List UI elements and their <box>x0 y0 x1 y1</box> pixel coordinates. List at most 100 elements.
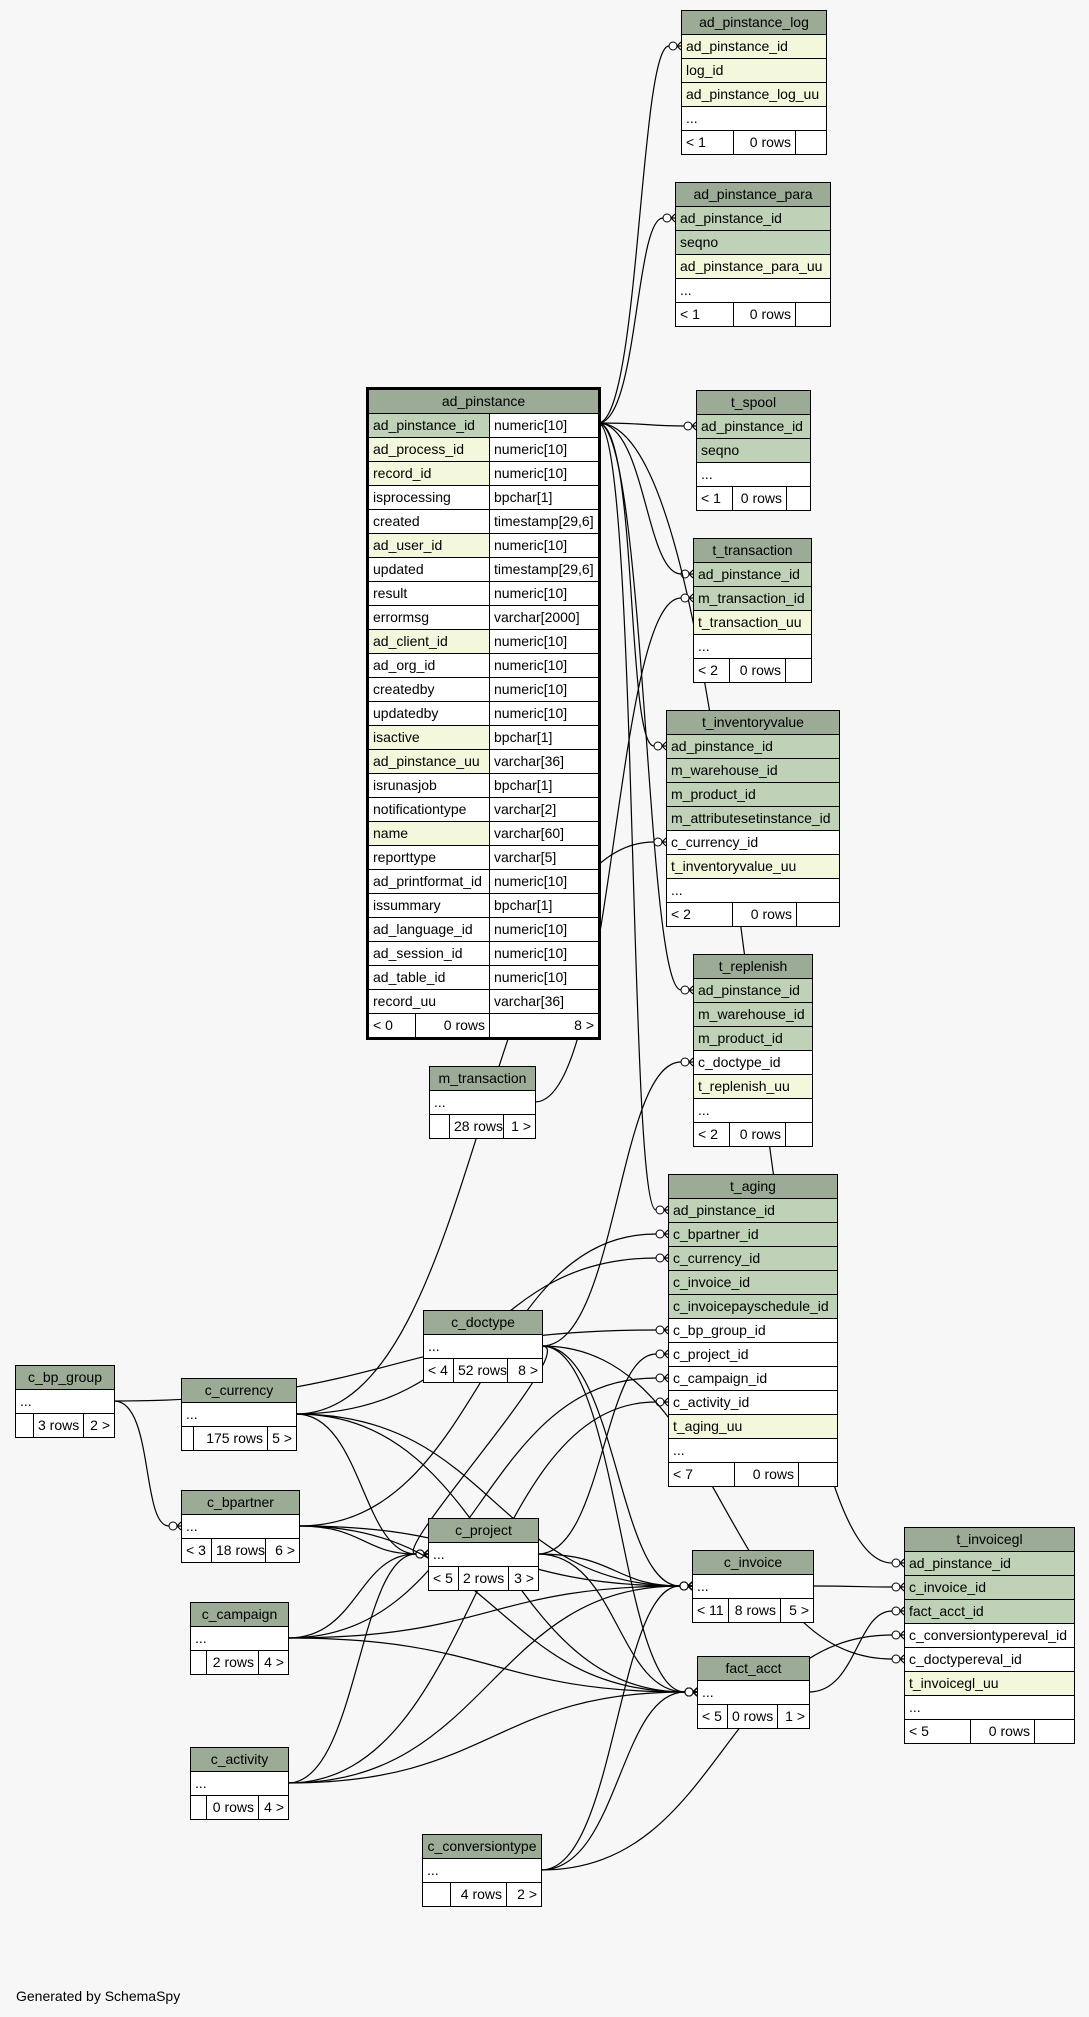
children-link[interactable] <box>784 1122 814 1147</box>
children-link[interactable] <box>794 130 828 155</box>
table-title[interactable]: t_spool <box>695 390 812 415</box>
children-link[interactable] <box>798 1462 838 1487</box>
table-title[interactable]: c_bpartner <box>181 1490 300 1515</box>
table-title[interactable]: ad_pinstance_para <box>675 182 831 207</box>
parents-link[interactable]: < 1 <box>696 486 733 511</box>
table-title[interactable]: c_campaign <box>189 1602 290 1627</box>
table-title[interactable]: t_invoicegl <box>903 1527 1076 1552</box>
children-link[interactable]: 2 > <box>82 1413 116 1438</box>
parents-link[interactable] <box>190 1795 207 1820</box>
column-row: c_project_id <box>668 1342 838 1367</box>
parents-link[interactable]: < 1 <box>675 302 734 327</box>
children-link[interactable]: 5 > <box>779 1598 815 1623</box>
children-link[interactable]: 2 > <box>505 1882 543 1907</box>
parents-link[interactable] <box>429 1114 450 1139</box>
parents-link[interactable]: < 5 <box>697 1704 728 1729</box>
parents-link[interactable] <box>422 1882 451 1907</box>
parents-link[interactable]: < 2 <box>693 658 730 683</box>
column-type: varchar[2000] <box>488 605 601 630</box>
column-type: numeric[10] <box>488 701 601 726</box>
table-title[interactable]: t_transaction <box>692 538 813 563</box>
table-title[interactable]: c_project <box>428 1518 539 1543</box>
children-link[interactable]: 8 > <box>506 1358 544 1383</box>
relationship-line <box>899 1582 905 1592</box>
children-link[interactable]: 4 > <box>257 1650 290 1675</box>
table-title[interactable]: c_invoice <box>691 1550 815 1575</box>
children-link[interactable]: 6 > <box>265 1538 300 1563</box>
table-title[interactable]: c_doctype <box>422 1310 544 1335</box>
children-link[interactable]: 3 > <box>508 1566 539 1591</box>
column-name: reporttype <box>367 845 490 870</box>
children-link[interactable] <box>796 902 840 927</box>
children-link[interactable] <box>1033 1719 1076 1744</box>
table-title[interactable]: c_conversiontype <box>421 1834 543 1859</box>
table-title[interactable]: ad_pinstance <box>366 388 601 414</box>
parents-link[interactable]: < 1 <box>681 130 734 155</box>
column-name: fact_acct_id <box>903 1599 1076 1624</box>
column-name: c_bpartner_id <box>668 1222 838 1247</box>
column-name: issummary <box>367 893 490 918</box>
parents-link[interactable] <box>181 1426 194 1451</box>
children-link[interactable]: 5 > <box>266 1426 298 1451</box>
column-row: c_invoice_id <box>903 1575 1076 1600</box>
table-title[interactable]: ad_pinstance_log <box>680 10 828 35</box>
table-title[interactable]: m_transaction <box>429 1066 536 1091</box>
parents-link[interactable]: < 0 <box>367 1013 416 1039</box>
children-link[interactable]: 1 > <box>776 1704 811 1729</box>
column-type: bpchar[1] <box>488 725 601 750</box>
children-link[interactable] <box>784 658 813 683</box>
table-title[interactable]: c_currency <box>180 1378 298 1403</box>
table-title[interactable]: c_bp_group <box>14 1365 116 1390</box>
column-name: ad_printformat_id <box>367 869 490 894</box>
column-name: record_uu <box>367 989 490 1014</box>
parents-link[interactable]: < 5 <box>904 1719 971 1744</box>
table-title[interactable]: fact_acct <box>696 1656 811 1681</box>
table-title[interactable]: t_inventoryvalue <box>666 710 840 735</box>
parents-link[interactable]: < 5 <box>428 1566 459 1591</box>
parents-link[interactable]: < 7 <box>668 1462 735 1487</box>
parents-link[interactable]: < 4 <box>423 1358 454 1383</box>
column-row: t_aging_uu <box>668 1414 838 1439</box>
table-title[interactable]: t_replenish <box>692 954 814 979</box>
parents-link[interactable]: < 2 <box>666 902 733 927</box>
children-link[interactable]: 4 > <box>257 1795 290 1820</box>
table-title[interactable]: t_aging <box>668 1174 838 1199</box>
parents-link[interactable] <box>190 1650 207 1675</box>
children-link[interactable] <box>795 302 831 327</box>
parents-link[interactable] <box>15 1413 34 1438</box>
column-name: ... <box>422 1334 544 1359</box>
parents-link[interactable]: < 11 <box>692 1598 729 1623</box>
table-title[interactable]: c_activity <box>189 1747 290 1772</box>
column-type: varchar[60] <box>488 821 601 846</box>
children-link[interactable]: 1 > <box>503 1114 536 1139</box>
parents-link[interactable]: < 3 <box>181 1538 212 1563</box>
children-link[interactable]: 8 > <box>488 1013 601 1039</box>
children-link[interactable] <box>785 486 812 511</box>
parents-link[interactable]: < 2 <box>693 1122 730 1147</box>
